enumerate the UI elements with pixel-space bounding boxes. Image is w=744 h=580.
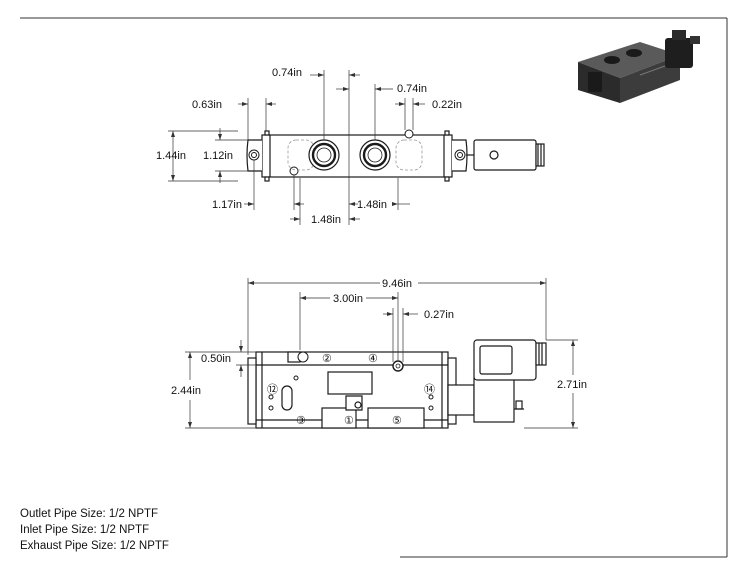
front-view: ② ④ ⑫ ⑭ ③ ① ⑤ (171, 278, 587, 429)
top-view: 0.74in 0.74in 0.63in 0.22in 1.44in 1.12i… (156, 67, 545, 226)
port-label-5: ⑤ (392, 415, 402, 427)
dim-top-1-44: 1.44in (156, 150, 186, 162)
dim-front-9-46: 9.46in (382, 278, 412, 290)
valve-isometric-image (578, 30, 700, 103)
port-label-3: ③ (296, 415, 306, 427)
port-label-1: ① (344, 415, 354, 427)
dim-top-0-74-left: 0.74in (272, 67, 302, 79)
note-inlet-pipe-size: Inlet Pipe Size: 1/2 NPTF (20, 524, 150, 536)
front-view-port-labels: ② ④ ⑫ ⑭ ③ ① ⑤ (267, 353, 435, 427)
dim-front-2-44: 2.44in (171, 385, 201, 397)
dim-top-1-12: 1.12in (203, 150, 233, 162)
port-label-2: ② (322, 353, 332, 365)
dim-top-0-22: 0.22in (432, 99, 462, 111)
dim-top-1-48-left: 1.48in (311, 214, 341, 226)
dim-top-1-17: 1.17in (212, 199, 242, 211)
top-view-ports (308, 139, 391, 171)
dim-front-0-50: 0.50in (201, 353, 231, 365)
front-view-solenoid (447, 339, 547, 423)
top-view-mounting-holes (248, 129, 466, 176)
note-exhaust-pipe-size: Exhaust Pipe Size: 1/2 NPTF (20, 540, 169, 552)
port-label-4: ④ (368, 353, 378, 365)
dim-top-0-63: 0.63in (192, 99, 222, 111)
front-view-ports (268, 351, 434, 411)
note-outlet-pipe-size: Outlet Pipe Size: 1/2 NPTF (20, 508, 159, 520)
dim-top-0-74-right: 0.74in (397, 83, 427, 95)
dim-top-1-48-right: 1.48in (357, 199, 387, 211)
dim-front-2-71: 2.71in (557, 379, 587, 391)
dim-front-0-27: 0.27in (424, 309, 454, 321)
sheet-border (20, 17, 728, 558)
top-view-dimension-arrows (171, 73, 419, 221)
top-view-body (246, 130, 468, 182)
top-view-hidden-lines (287, 139, 423, 171)
top-view-solenoid (466, 139, 545, 171)
front-view-dimension-arrows (188, 281, 575, 428)
port-label-12: ⑫ (267, 383, 278, 396)
port-label-14: ⑭ (424, 383, 435, 396)
dim-front-3-00: 3.00in (333, 293, 363, 305)
